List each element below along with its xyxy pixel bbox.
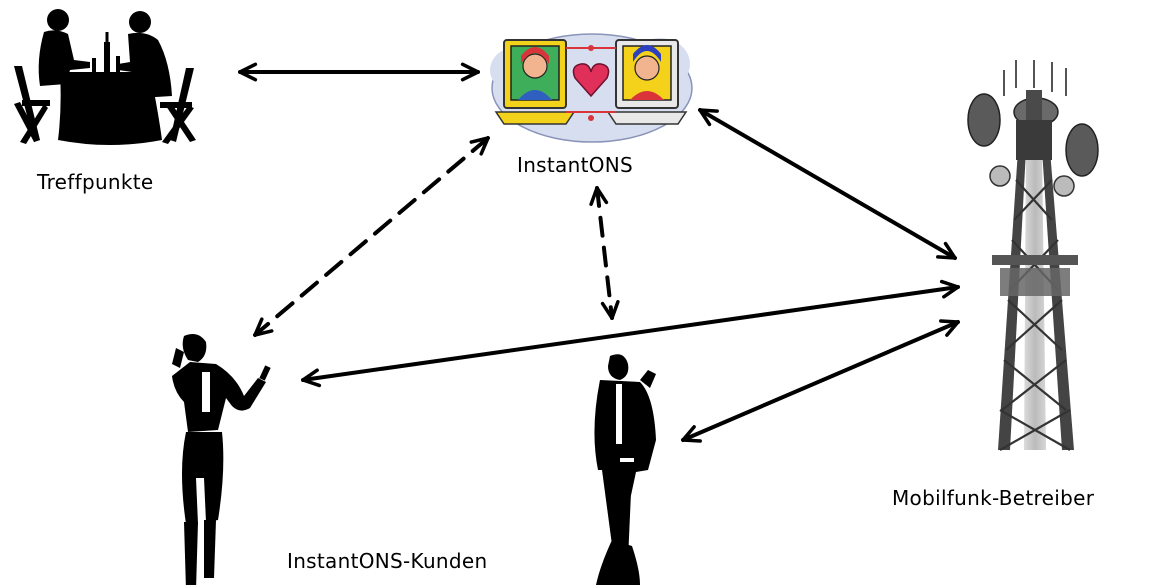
label-mobilfunk-betreiber: Mobilfunk-Betreiber xyxy=(892,486,1095,510)
arrow-instantons-man xyxy=(589,186,620,320)
woman-phone-icon xyxy=(172,334,271,585)
arrow-man-operator xyxy=(681,319,960,443)
arrow-woman-operator xyxy=(301,279,960,388)
cell-tower-icon xyxy=(967,60,1099,451)
label-instantons: InstantONS xyxy=(517,153,634,177)
arrow-instantons-woman xyxy=(253,136,490,337)
instantons-computers-icon xyxy=(490,33,693,143)
label-instantons-kunden: InstantONS-Kunden xyxy=(287,549,488,573)
man-phone-icon xyxy=(594,354,656,585)
arrow-instantons-operator xyxy=(698,108,957,260)
connection-lines xyxy=(238,62,960,443)
dining-couple-icon xyxy=(14,9,196,145)
label-treffpunkte: Treffpunkte xyxy=(37,170,154,194)
